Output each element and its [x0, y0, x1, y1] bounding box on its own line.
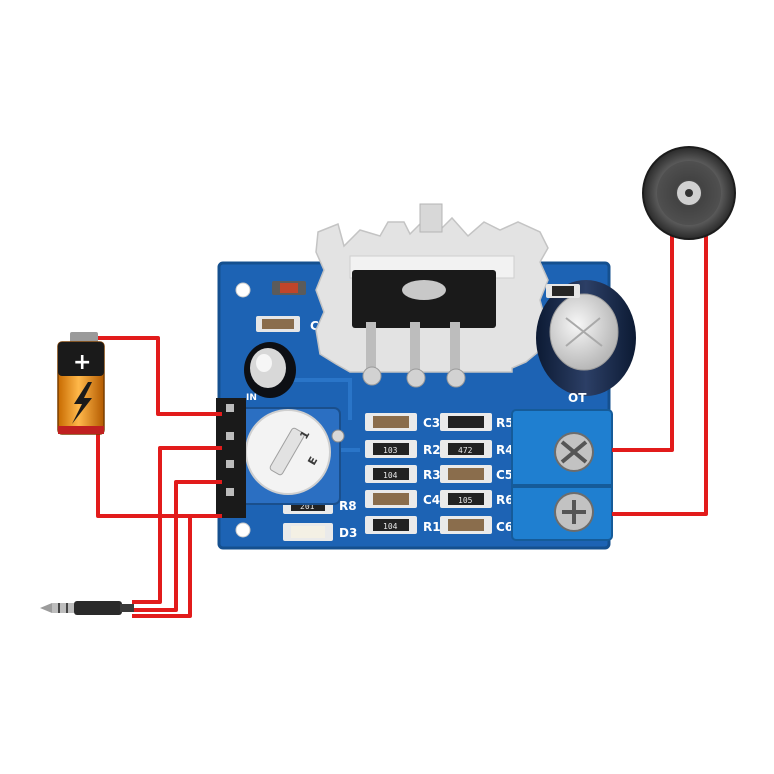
silk-label-r1: R1: [423, 520, 441, 534]
mounting-hole: [235, 522, 251, 538]
battery-plus-sign: +: [73, 350, 91, 375]
smd-code-r2: 103: [383, 446, 398, 455]
smd-code-r3: 104: [383, 471, 398, 480]
silk-label-c4: C4: [423, 493, 440, 507]
silk-label-r3: R3: [423, 468, 441, 482]
silk-label-c6: C6: [496, 520, 513, 534]
terminal-screw-slot: [560, 440, 588, 464]
jack-plug: [52, 603, 74, 613]
silk-label-c3: C3: [423, 416, 440, 430]
smd-resistor-body: [552, 286, 574, 296]
diode-body: [280, 283, 298, 293]
silk-label-out: OT: [568, 391, 587, 405]
silk-label-r4: R4: [496, 443, 514, 457]
pot-pin: [331, 429, 345, 443]
silk-label-r5: R5: [496, 416, 514, 430]
large-electrolytic-capacitor: [536, 280, 636, 396]
ic-solder-joint: [406, 368, 426, 388]
ic-solder-joint: [362, 366, 382, 386]
battery-terminal: [70, 332, 98, 344]
potentiometer[interactable]: 1 E: [233, 407, 345, 505]
wire-audio-ground: [132, 516, 192, 618]
smd-code-r4: 472: [458, 446, 473, 455]
battery-icon: +: [57, 332, 105, 435]
jack-tip: [40, 603, 52, 613]
wire-battery-negative: [96, 432, 222, 518]
ic-tab-hole: [402, 280, 446, 300]
smd-column-right: 472 105: [440, 413, 492, 534]
potentiometer-slot: [269, 427, 305, 476]
capacitor-vent: [565, 317, 603, 347]
lightning-bolt-icon: [72, 382, 92, 424]
wire-audio-left: [132, 446, 222, 604]
smd-column-left: 103 104 104: [365, 413, 417, 534]
smd-code-r1: 104: [383, 522, 398, 531]
led-d3-body: [291, 526, 325, 538]
ic-pin: [450, 322, 460, 372]
wire-speaker-negative: [612, 232, 708, 516]
smd-code-r6: 105: [458, 496, 473, 505]
speaker-center: [685, 189, 693, 197]
smd-code-r8: 201: [300, 502, 315, 511]
silk-label-r8: R8: [339, 499, 357, 513]
ic-pin: [410, 322, 420, 372]
silk-label-r6: R6: [496, 493, 514, 507]
terminal-screw-slot: [562, 500, 586, 524]
speaker-screw-terminal: [511, 409, 613, 541]
amplifier-board: C: [216, 203, 636, 550]
jack-ring: [58, 603, 60, 613]
audio-jack-icon: [40, 601, 134, 615]
ic-pin: [366, 322, 376, 372]
small-electrolytic-capacitor: [244, 342, 296, 398]
mounting-hole: [235, 282, 251, 298]
wire-speaker-positive: [612, 232, 674, 452]
silk-label-c: C: [310, 319, 319, 333]
smd-capacitor-body: [262, 319, 294, 329]
jack-body: [74, 601, 122, 615]
silk-label-in: IN: [246, 393, 257, 403]
battery-top-band: [58, 342, 104, 376]
input-pin-header: [216, 398, 246, 518]
heatsink-screw: [419, 203, 443, 233]
battery-bottom-band: [58, 426, 104, 434]
speaker-icon: [642, 146, 736, 240]
wire-audio-right: [132, 480, 222, 612]
wiring: [78, 232, 708, 618]
silk-label-r2: R2: [423, 443, 441, 457]
silk-label-d3: D3: [339, 526, 357, 540]
jack-strain-relief: [120, 604, 134, 612]
amplifier-ic: [352, 270, 496, 388]
jack-ring: [66, 603, 68, 613]
wire-battery-positive: [78, 336, 222, 416]
silk-label-c5: C5: [496, 468, 513, 482]
ic-solder-joint: [446, 368, 466, 388]
